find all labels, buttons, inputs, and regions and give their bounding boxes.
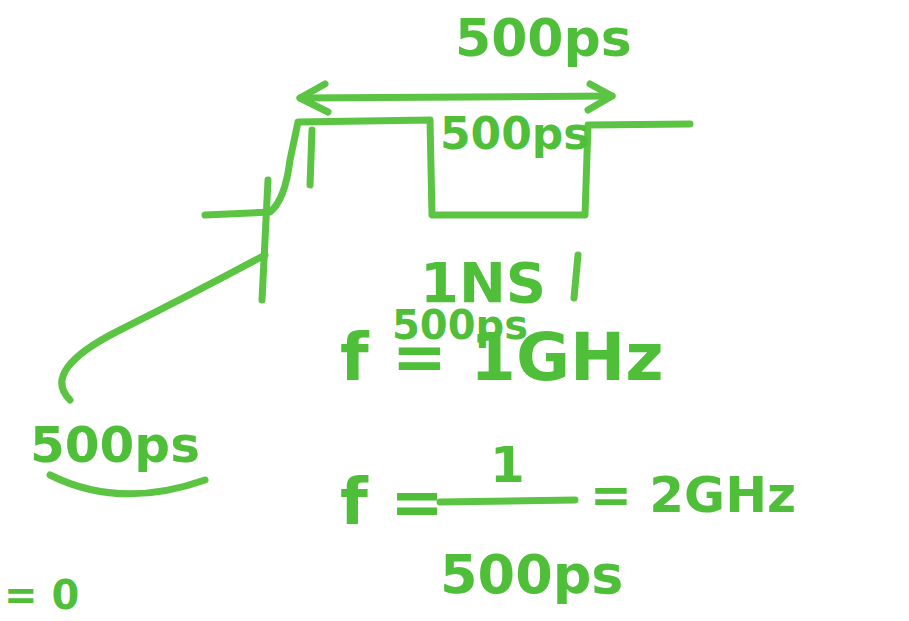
handwritten-label: f = xyxy=(340,470,444,534)
handwritten-label: 1 xyxy=(490,440,525,490)
handwritten-label: 1NS xyxy=(420,255,546,311)
handwritten-label: 500ps xyxy=(440,548,624,602)
underline-arc xyxy=(50,475,205,494)
handwritten-label: f = 1GHz xyxy=(340,325,664,391)
handwritten-label: 500ps xyxy=(440,112,590,156)
tick-mark xyxy=(574,255,578,298)
handwritten-label: = 0 xyxy=(4,575,79,615)
handwritten-label: = 2GHz xyxy=(590,470,796,520)
tick-mark xyxy=(310,130,312,185)
handwritten-label: 500ps xyxy=(455,12,632,64)
arrow-head xyxy=(300,84,328,112)
handwritten-label: 500ps xyxy=(30,420,200,470)
tick-mark xyxy=(262,180,268,300)
period-arrow xyxy=(300,96,612,98)
arrow-head xyxy=(588,84,612,110)
fraction-bar xyxy=(440,500,575,502)
leader-curve xyxy=(62,255,265,400)
